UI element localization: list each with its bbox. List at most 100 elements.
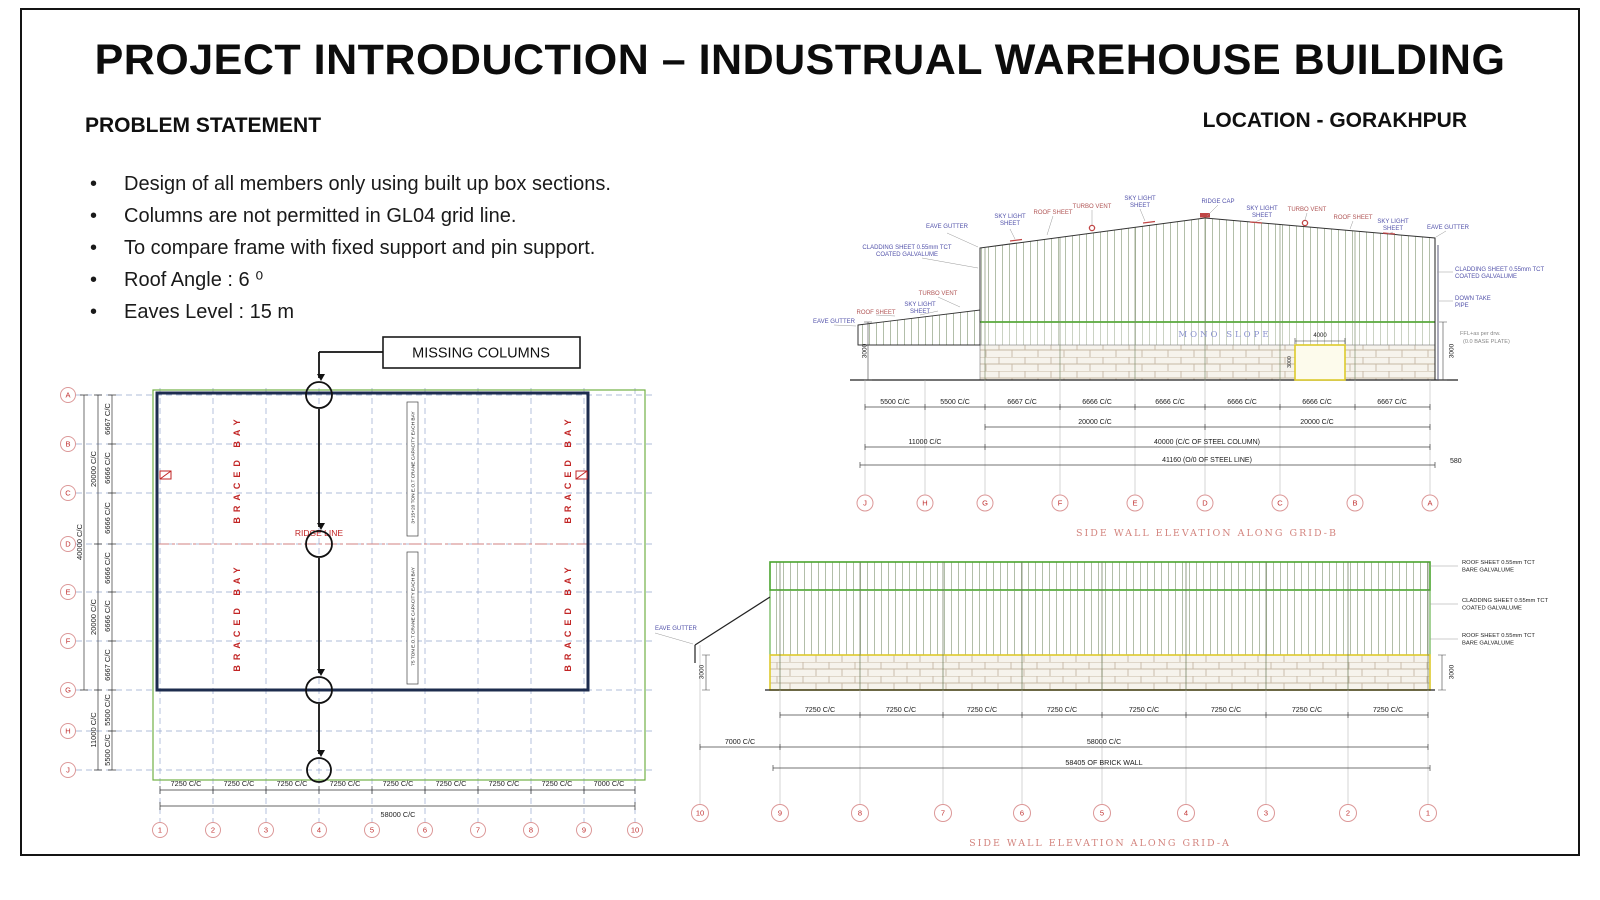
plan-total-dim: 58000 C/C [381, 810, 416, 819]
group-dim: 20000 C/C [1078, 419, 1111, 426]
elevation-a-dim-rules [699, 712, 1431, 771]
braced-bay-label: BRACED BAY [232, 414, 242, 523]
roof-sheet-label: ROOF SHEET 0.55mm TCT [1462, 633, 1535, 639]
missing-columns-callout: MISSING COLUMNS [305, 336, 581, 783]
grid-bubble-label: 6 [423, 826, 427, 835]
plan-group-dim: 20000 C/C [89, 598, 98, 634]
sky-light-label: SKY LIGHT [1377, 219, 1409, 225]
cladding-sheet-label: CLADDING SHEET 0.55mm TCT [1455, 267, 1544, 273]
plan-col-dim: 7250 C/C [489, 779, 520, 788]
plan-row-dim: 6666 C/C [103, 452, 112, 484]
dim-4000: 4000 [1313, 333, 1327, 339]
sky-light-label: SHEET [910, 309, 930, 315]
span-dim: 6666 C/C [1302, 399, 1332, 406]
group-dim: 20000 C/C [1300, 419, 1333, 426]
dim-3000-left: 3000 [699, 664, 706, 679]
span-dim-7000: 7000 C/C [725, 737, 755, 746]
plan-bottom-dim-lines [159, 786, 636, 810]
plan-row-dim: 6667 C/C [103, 649, 112, 681]
plan-col-dim: 7250 C/C [436, 779, 467, 788]
crane-note-boxes [406, 401, 419, 685]
group-dim: 41160 (O/0 OF STEEL LINE) [1162, 457, 1252, 464]
total-dim: 58000 C/C [1087, 737, 1121, 746]
turbo-vent-label: TURBO VENT [919, 291, 958, 297]
grid-bubble-label: 1 [158, 826, 162, 835]
brick-total-dim: 58405 OF BRICK WALL [1065, 758, 1142, 767]
elevation-grid-b: EAVE GUTTER SKY LIGHT SHEET ROOF SHEET T… [813, 196, 1544, 539]
bullet-item: Design of all members only using built u… [88, 174, 808, 196]
grid-bubble-label: 4 [1184, 809, 1188, 818]
turbo-vent-label: TURBO VENT [1073, 204, 1112, 210]
plan-col-dim: 7250 C/C [542, 779, 573, 788]
grid-bubble-label: E [65, 588, 70, 597]
roof-sheet-label: ROOF SHEET [1033, 210, 1072, 216]
crane-note-bottom: 75 TON E.O.T CRANE CAPACITY EACH BAY [411, 566, 417, 665]
grid-bubble-label: D [1202, 499, 1208, 508]
plan-drawing: BRACED BAY BRACED BAY BRACED BAY BRACED … [60, 336, 652, 838]
elevation-b-dim-rules [859, 404, 1436, 468]
grid-bubble-label: C [65, 489, 71, 498]
grid-bubble-label: 10 [696, 809, 704, 818]
cladding-sheet-label: COATED GALVALUME [1455, 274, 1517, 280]
grid-bubble-label: G [982, 499, 988, 508]
span-dim: 7250 C/C [1211, 705, 1241, 714]
grid-bubble-label: 9 [778, 809, 782, 818]
braced-bay-label: BRACED BAY [232, 562, 242, 671]
braced-bay-label: BRACED BAY [563, 414, 573, 523]
problem-statement-heading: PROBLEM STATEMENT [85, 114, 322, 137]
grid-bubble-label: B [1352, 499, 1357, 508]
sky-light-label: SKY LIGHT [1246, 206, 1278, 212]
elevation-b-caption: SIDE WALL ELEVATION ALONG GRID-B [1076, 528, 1338, 539]
cladding-sheet-label: CLADDING SHEET 0.55mm TCT [1462, 598, 1549, 604]
down-take-pipe-label: DOWN TAKE [1455, 296, 1491, 302]
plan-opening-markers [159, 470, 588, 480]
plan-row-dim: 6666 C/C [103, 502, 112, 534]
grid-bubble-label: 5 [1100, 809, 1104, 818]
cladding-sheet-label: COATED GALVALUME [1462, 606, 1522, 612]
span-dim: 6666 C/C [1082, 399, 1112, 406]
grid-bubble-label: D [65, 540, 71, 549]
grid-bubble-label: 7 [941, 809, 945, 818]
braced-bay-label: BRACED BAY [563, 562, 573, 671]
grid-bubble-label: J [66, 766, 70, 775]
bullet-list: Design of all members only using built u… [88, 174, 808, 334]
plan-row-dim: 5500 C/C [103, 734, 112, 766]
grid-bubble-label: A [65, 391, 70, 400]
plan-col-bubbles: 1 2 3 4 5 6 7 8 9 10 [152, 822, 643, 838]
grid-bubble-label: F [1058, 499, 1063, 508]
span-dim: 6666 C/C [1227, 399, 1257, 406]
span-dim: 6667 C/C [1007, 399, 1037, 406]
grid-bubble-label: 10 [631, 826, 639, 835]
span-dim: 7250 C/C [886, 705, 916, 714]
sky-light-label: SHEET [1383, 226, 1403, 232]
roof-sheet-label: BARE GALVALUME [1462, 641, 1514, 647]
eave-gutter-label: EAVE GUTTER [655, 626, 698, 632]
elevation-a-caption: SIDE WALL ELEVATION ALONG GRID-A [969, 838, 1231, 849]
eave-gutter-label: EAVE GUTTER [926, 224, 969, 230]
crane-note-top: 3+15+20 TON E.O.T CRANE CAPACITY EACH BA… [411, 411, 417, 524]
plan-roof-outline [152, 389, 646, 781]
grid-bubble-label: 2 [211, 826, 215, 835]
bullet-item: Columns are not permitted in GL04 grid l… [88, 206, 808, 228]
ridge-cap-label: RIDGE CAP [1201, 199, 1234, 205]
grid-bubble-label: 9 [582, 826, 586, 835]
page-title: PROJECT INTRODUCTION – INDUSTRUAL WAREHO… [94, 36, 1506, 84]
group-dim: 11000 C/C [909, 439, 942, 446]
grid-bubble-label: 3 [264, 826, 268, 835]
roof-sheet-label: ROOF SHEET [1333, 215, 1372, 221]
grid-bubble-label: 8 [529, 826, 533, 835]
sky-light-label: SKY LIGHT [994, 214, 1026, 220]
label-leaders [833, 204, 1453, 327]
grid-bubble-label: G [65, 686, 71, 695]
grid-bubble-label: 1 [1426, 809, 1430, 818]
plan-col-dim: 7250 C/C [171, 779, 202, 788]
span-dim: 7250 C/C [967, 705, 997, 714]
grid-bubble-label: 2 [1346, 809, 1350, 818]
span-dim: 5500 C/C [940, 399, 970, 406]
span-dim: 7250 C/C [1129, 705, 1159, 714]
grid-bubble-label: 5 [370, 826, 374, 835]
door-opening [1294, 344, 1346, 381]
grid-bubble-label: A [1427, 499, 1432, 508]
dim-580: 580 [1450, 458, 1462, 465]
plan-row-dim: 5500 C/C [103, 694, 112, 726]
